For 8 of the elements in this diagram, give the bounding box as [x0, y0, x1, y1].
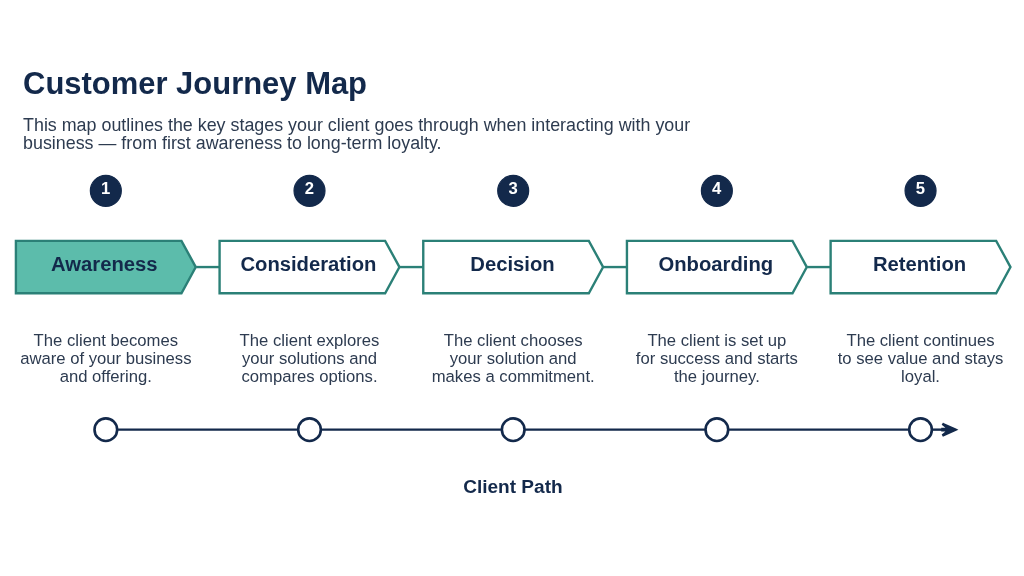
caption: This map outlines the key stages your client goes through when interacting with your business — from first awareness to long-term loyalty. — [23, 114, 691, 153]
node-label: The client explores your solutions and compares options. — [239, 330, 380, 386]
node-label: The client becomes aware of your business and offering. — [20, 330, 192, 386]
node-label: The client chooses your solution and makes a commitment. — [431, 330, 595, 386]
diagram-title: Customer Journey Map — [23, 65, 368, 101]
label: Client Path — [463, 475, 563, 497]
node-label: The client continues to see value and stays loyal. — [837, 330, 1004, 386]
node-label: The client is set up for success and starts the journey. — [635, 330, 798, 386]
